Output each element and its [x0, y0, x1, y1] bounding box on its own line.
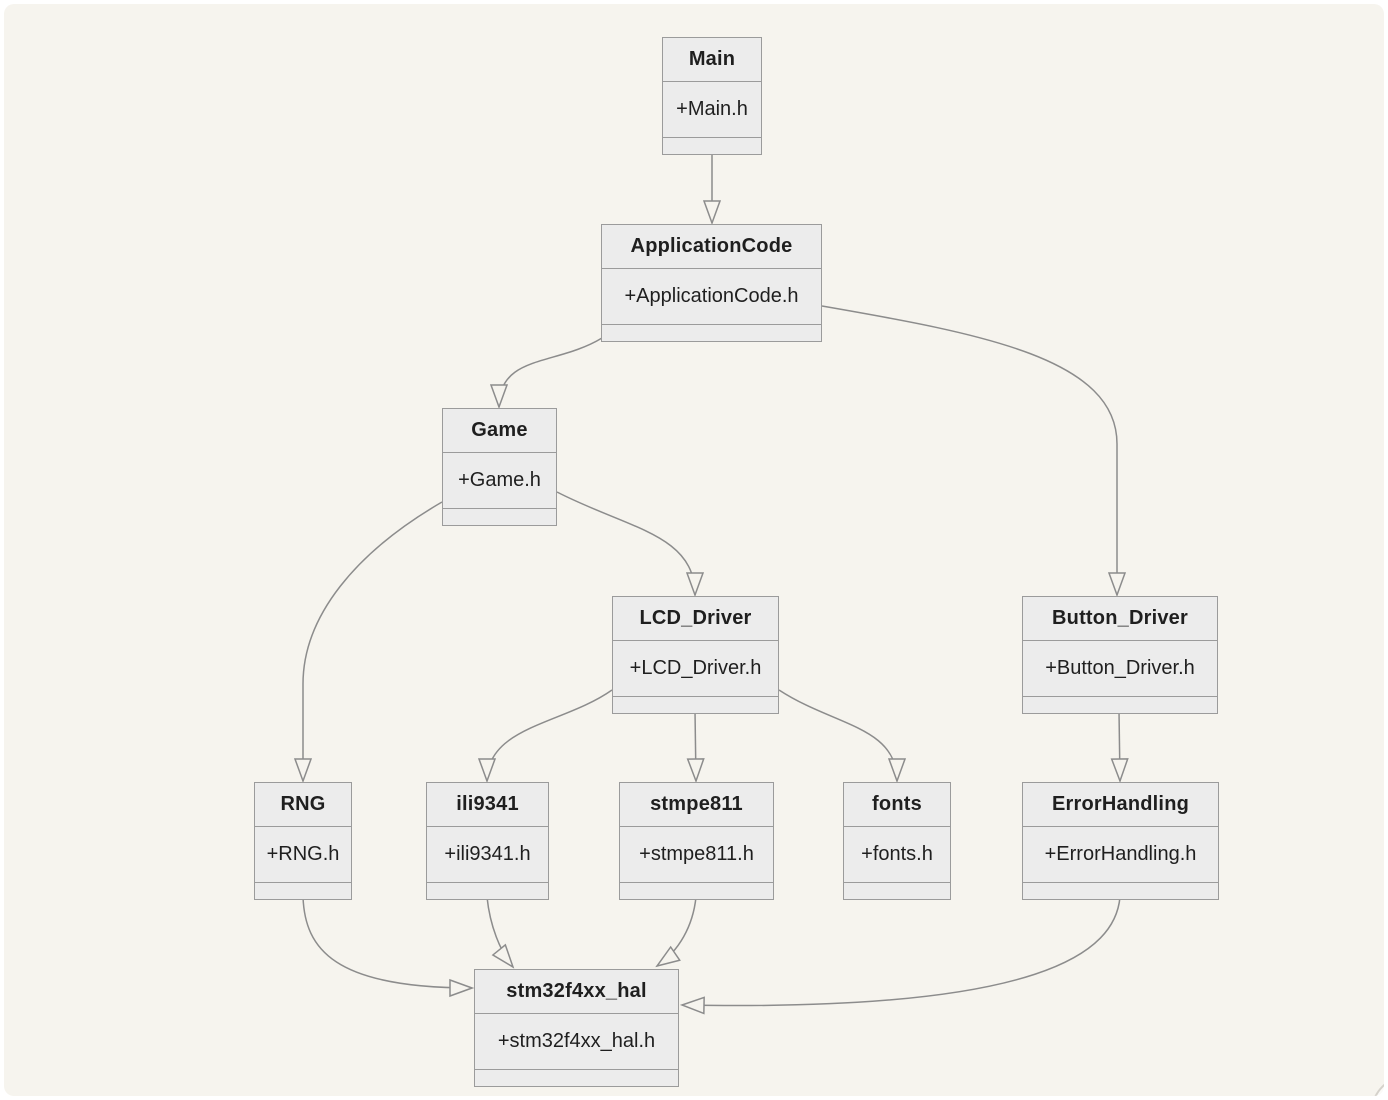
class-title: RNG	[280, 793, 326, 815]
class-node-applicationcode: ApplicationCode +ApplicationCode.h	[601, 224, 822, 342]
class-title: LCD_Driver	[639, 607, 752, 629]
class-title: ErrorHandling	[1051, 793, 1190, 815]
edge-ili9341-to-stm32f4xx-hal	[486, 896, 513, 967]
class-footer-empty	[427, 882, 548, 899]
edge-layer	[4, 151, 1384, 1096]
edge-lcd-driver-to-fonts	[778, 689, 897, 781]
class-footer-empty	[475, 1069, 678, 1086]
class-node-lcd-driver: LCD_Driver +LCD_Driver.h	[612, 596, 779, 714]
class-node-stm32f4xx-hal: stm32f4xx_hal +stm32f4xx_hal.h	[474, 969, 679, 1087]
edge-game-to-lcd-driver	[556, 491, 695, 595]
class-title: ili9341	[456, 793, 519, 815]
class-node-button-driver: Button_Driver +Button_Driver.h	[1022, 596, 1218, 714]
class-title: stm32f4xx_hal	[506, 980, 647, 1002]
class-title: ApplicationCode	[630, 235, 793, 257]
class-title: fonts	[872, 793, 922, 815]
edge-applicationcode-to-button-driver	[821, 305, 1117, 595]
diagram-canvas: Main +Main.h ApplicationCode +Applicatio…	[4, 4, 1384, 1096]
class-node-main: Main +Main.h	[662, 37, 762, 155]
class-member: +Game.h	[443, 452, 556, 508]
floating-action-button[interactable]	[1372, 1076, 1384, 1096]
class-footer-empty	[620, 882, 773, 899]
class-footer-empty	[443, 508, 556, 525]
class-member: +ili9341.h	[427, 826, 548, 882]
edge-rng-to-stm32f4xx-hal	[302, 896, 472, 988]
class-title: stmpe811	[650, 793, 743, 815]
edge-lcd-driver-to-stmpe811	[695, 710, 696, 781]
class-member: +LCD_Driver.h	[613, 640, 778, 696]
class-member: +RNG.h	[255, 826, 351, 882]
class-node-ili9341: ili9341 +ili9341.h	[426, 782, 549, 900]
class-footer-empty	[602, 324, 821, 341]
class-member: +fonts.h	[844, 826, 950, 882]
edge-game-to-rng	[303, 501, 443, 781]
class-footer-empty	[844, 882, 950, 899]
class-member: +Button_Driver.h	[1023, 640, 1217, 696]
class-node-stmpe811: stmpe811 +stmpe811.h	[619, 782, 774, 900]
class-title: Button_Driver	[1052, 607, 1188, 629]
class-node-rng: RNG +RNG.h	[254, 782, 352, 900]
class-node-errorhandling: ErrorHandling +ErrorHandling.h	[1022, 782, 1219, 900]
edge-stmpe811-to-stm32f4xx-hal	[657, 896, 697, 966]
class-member: +ErrorHandling.h	[1023, 826, 1218, 882]
edge-errorhandling-to-stm32f4xx-hal	[682, 896, 1121, 1006]
class-title: Game	[471, 419, 528, 441]
class-member: +Main.h	[663, 81, 761, 137]
class-node-fonts: fonts +fonts.h	[843, 782, 951, 900]
class-footer-empty	[613, 696, 778, 713]
class-footer-empty	[255, 882, 351, 899]
class-member: +stmpe811.h	[620, 826, 773, 882]
edge-lcd-driver-to-ili9341	[487, 689, 613, 781]
class-footer-empty	[1023, 882, 1218, 899]
class-node-game: Game +Game.h	[442, 408, 557, 526]
class-title: Main	[688, 48, 736, 70]
edge-applicationcode-to-game	[499, 337, 603, 407]
class-member: +stm32f4xx_hal.h	[475, 1013, 678, 1069]
class-footer-empty	[1023, 696, 1217, 713]
class-footer-empty	[663, 137, 761, 154]
edge-button-driver-to-errorhandling	[1119, 710, 1120, 781]
class-member: +ApplicationCode.h	[602, 268, 821, 324]
